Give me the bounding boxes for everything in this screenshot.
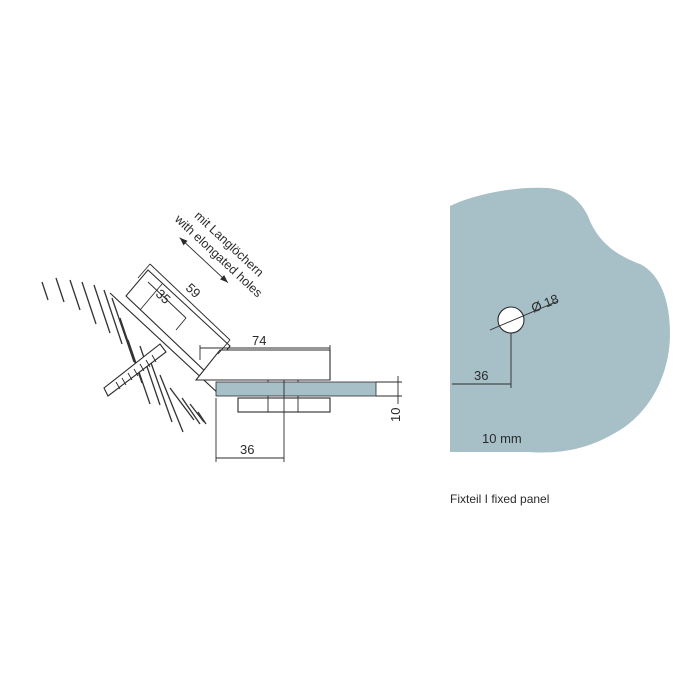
clamp-body (194, 349, 331, 413)
dim-74-label: 74 (252, 333, 266, 348)
dim-74 (199, 345, 331, 360)
dim-angled (137, 263, 231, 355)
drill-hole (497, 306, 525, 334)
glass-thickness-label: 10 mm (482, 431, 522, 446)
wall-hatching (41, 277, 207, 433)
fixed-panel-caption: Fixteil I fixed panel (450, 492, 549, 506)
glass-panel (450, 187, 670, 453)
anchor-screw (103, 343, 167, 397)
dim-36-label: 36 (240, 442, 254, 457)
fixed-panel-view: Ø 18 36 10 mm Fixteil I fixed panel (450, 187, 670, 506)
glass-pane-section (215, 381, 377, 397)
dim-10-label: 10 (388, 408, 403, 422)
dim-36 (215, 380, 285, 462)
clamp-side-view: 35 59 mit Langlöchern with elongated hol… (41, 209, 403, 462)
edge-distance-label: 36 (474, 368, 488, 383)
